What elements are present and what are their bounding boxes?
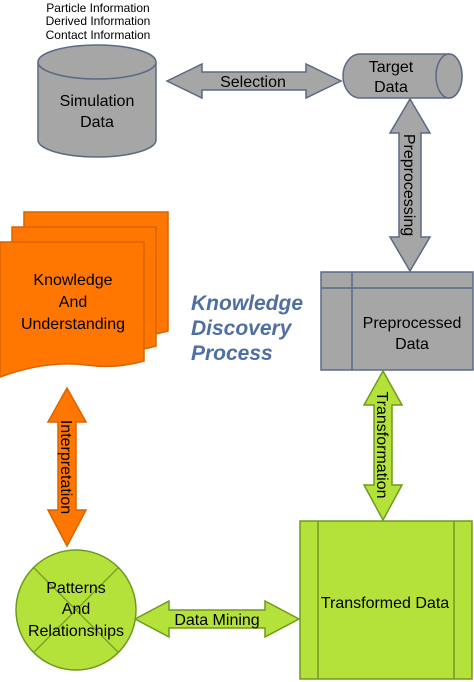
note-derived-information: Derived Information [46, 14, 151, 28]
preprocessed-data-label-line1: Preprocessed [363, 315, 462, 332]
transformed-box [299, 520, 473, 680]
patterns-label-line2: And [62, 601, 90, 618]
node-preprocessed-data: Preprocessed Data [320, 271, 474, 371]
note-particle-information: Particle Information [46, 1, 149, 15]
title-line2: Discovery [191, 317, 293, 340]
edge-selection: Selection [165, 62, 343, 100]
title-line1: Knowledge [191, 292, 303, 315]
target-cylinder-end [435, 53, 463, 99]
simulation-data-label-line2: Data [80, 114, 114, 131]
node-patterns-relationships: Patterns And Relationships [15, 549, 137, 671]
node-transformed-data: Transformed Data [299, 520, 473, 680]
edge-interpretation: Interpretation [46, 386, 88, 548]
target-data-label-line2: Data [374, 79, 408, 96]
knowledge-label-line1: Knowledge [33, 272, 112, 289]
knowledge-label-line3: Understanding [21, 316, 125, 333]
knowledge-label-line2: And [59, 294, 87, 311]
target-data-label-line1: Target [369, 59, 414, 76]
data-mining-label: Data Mining [174, 612, 259, 629]
selection-label: Selection [220, 74, 286, 91]
simulation-data-label-line1: Simulation [60, 93, 135, 110]
data-mining-arrow [133, 599, 301, 639]
edge-preprocessing: Preprocessing [388, 97, 432, 273]
knowledge-doc-front [0, 241, 145, 378]
patterns-diagonal-2 [33, 567, 119, 653]
preprocessing-arrow [388, 97, 432, 273]
transformation-label: Transformation [373, 392, 390, 499]
note-contact-information: Contact Information [46, 28, 151, 42]
transformation-arrow [362, 369, 404, 522]
title-line3: Process [191, 342, 273, 365]
interpretation-label: Interpretation [57, 420, 74, 514]
preprocessing-label: Preprocessing [400, 134, 417, 236]
node-target-data: Target Data [342, 53, 463, 99]
node-knowledge-understanding: Knowledge And Understanding [0, 211, 169, 378]
edge-transformation: Transformation [362, 369, 404, 522]
diagram-title: Knowledge Discovery Process [191, 292, 303, 365]
interpretation-arrow [46, 386, 88, 548]
node-simulation-data: Simulation Data [37, 44, 157, 158]
simulation-cylinder-body [37, 62, 157, 158]
patterns-label-line1: Patterns [46, 580, 106, 597]
selection-arrow [165, 62, 343, 100]
preprocessed-data-label-line2: Data [395, 336, 429, 353]
simulation-cylinder-top [37, 44, 157, 80]
edge-data-mining: Data Mining [133, 599, 301, 639]
patterns-label-line3: Relationships [28, 623, 124, 640]
transformed-data-label: Transformed Data [321, 595, 449, 612]
